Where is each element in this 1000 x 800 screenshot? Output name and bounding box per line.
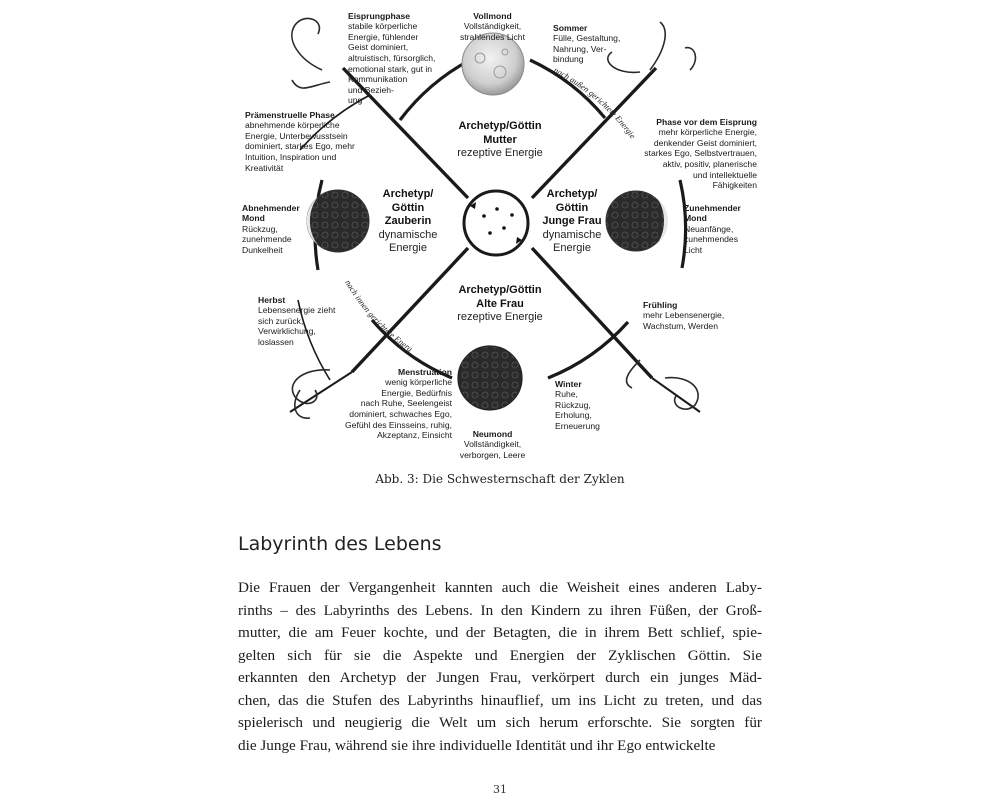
archetype-alte-frau: Archetyp/Göttin Alte Frau rezeptive Ener… bbox=[420, 284, 580, 325]
cycle-diagram: nach außen gerichtete Energie nach innen… bbox=[0, 0, 1000, 470]
body-line: die Junge Frau, während sie ihre individ… bbox=[238, 735, 762, 758]
new-moon bbox=[458, 346, 522, 410]
waning-moon bbox=[307, 190, 369, 252]
body-line: mutter, die am Feuer kochte, und der Bet… bbox=[238, 622, 762, 645]
archetype-zauberin: Archetyp/ Göttin Zauberin dynamische Ene… bbox=[368, 188, 448, 256]
body-line: chen, das die Stufen des Labyrinths hina… bbox=[238, 690, 762, 713]
waxing-moon bbox=[606, 191, 668, 251]
body-line: spielerisch und neugierig die Welt um si… bbox=[238, 712, 762, 735]
body-line: erkannten den Archetyp der Jungen Frau, … bbox=[238, 667, 762, 690]
page-number: 31 bbox=[0, 783, 1000, 796]
cycle-diagram-graphic: nach außen gerichtete Energie nach innen… bbox=[0, 0, 1000, 470]
archetype-junge-frau: Archetyp/ Göttin Junge Frau dynamische E… bbox=[532, 188, 612, 256]
archetype-mutter: Archetyp/Göttin Mutter rezeptive Energie bbox=[420, 120, 580, 161]
center-circle bbox=[464, 191, 528, 255]
body-line: rinths – des Labyrinths des Lebens. In d… bbox=[238, 600, 762, 623]
figure-caption: Abb. 3: Die Schwesternschaft der Zyklen bbox=[0, 472, 1000, 486]
body-text: Die Frauen der Vergangenheit kannten auc… bbox=[238, 577, 762, 757]
body-line: gelten sich für sie die Aspekte und Ener… bbox=[238, 645, 762, 668]
section-heading: Labyrinth des Lebens bbox=[238, 533, 442, 555]
body-line: Die Frauen der Vergangenheit kannten auc… bbox=[238, 577, 762, 600]
